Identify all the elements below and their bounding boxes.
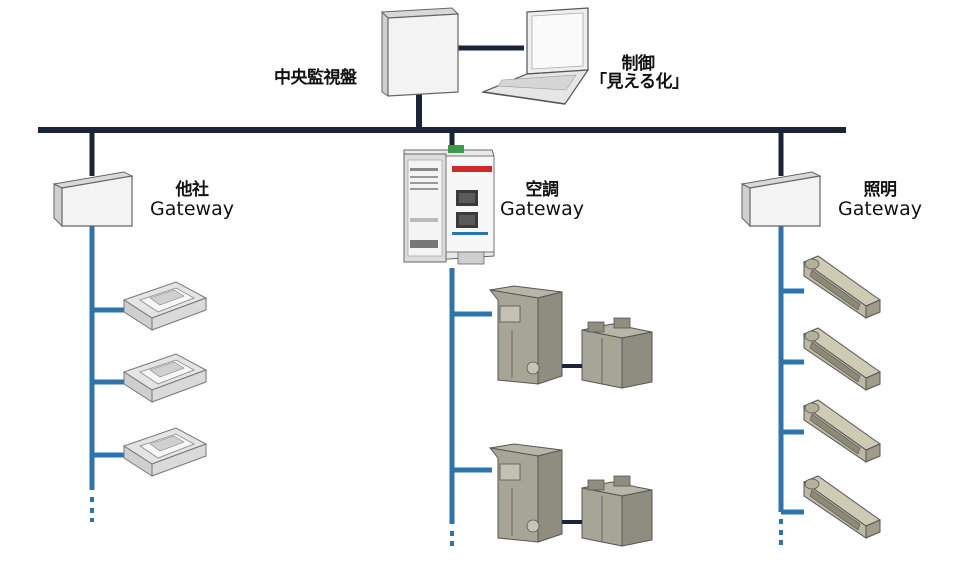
light-fixture: [802, 255, 882, 319]
ceiling-cassette-unit: [122, 427, 208, 477]
device-line-center: [449, 268, 492, 546]
hvac-gateway-device: [403, 145, 495, 265]
lighting-gateway-box: [740, 171, 822, 228]
lighting-gateway-label: 照明 Gateway: [834, 180, 926, 220]
laptop-icon: [480, 7, 590, 105]
main-bus: [38, 45, 846, 176]
hvac-outdoor-unit: [581, 475, 653, 547]
hvac-gateway-line2: Gateway: [500, 197, 584, 220]
device-line-right: [778, 224, 804, 545]
control-label-line2: 「見える化」: [590, 71, 689, 92]
hvac-indoor-unit: [488, 443, 563, 543]
light-fixture: [802, 327, 882, 391]
other-gateway-line2: Gateway: [150, 197, 234, 220]
device-line-left: [89, 224, 128, 522]
lighting-gateway-line2: Gateway: [838, 197, 922, 220]
control-visualization-label: 制御 「見える化」: [590, 54, 689, 92]
hvac-gateway-label: 空調 Gateway: [496, 180, 588, 220]
ceiling-cassette-unit: [122, 353, 208, 403]
hvac-gateway-line1: 空調: [525, 180, 560, 200]
hvac-outdoor-unit: [581, 317, 653, 389]
central-monitor-cabinet: [380, 7, 460, 97]
lighting-gateway-line1: 照明: [863, 180, 898, 200]
light-fixture: [802, 475, 882, 539]
control-label-line1: 制御: [621, 54, 656, 74]
light-fixture: [802, 399, 882, 463]
other-gateway-line1: 他社: [175, 180, 210, 200]
central-monitor-label: 中央監視盤: [274, 68, 357, 88]
other-gateway-label: 他社 Gateway: [146, 180, 238, 220]
ceiling-cassette-unit: [122, 281, 208, 331]
hvac-indoor-unit: [488, 285, 563, 385]
other-gateway-box: [52, 171, 134, 228]
